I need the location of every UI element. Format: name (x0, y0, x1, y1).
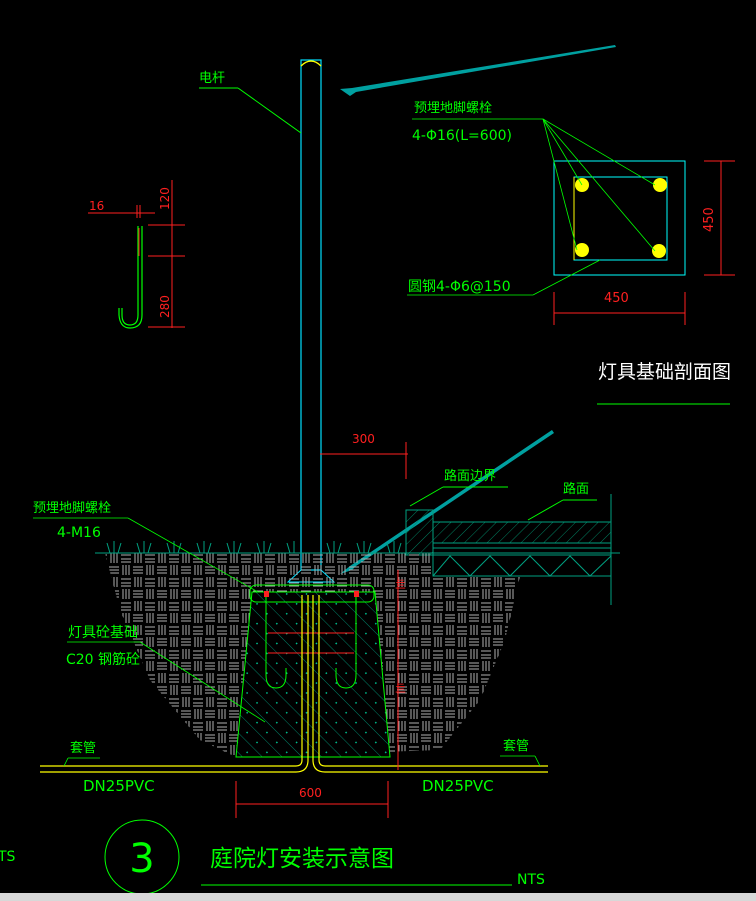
anchor-bolt-spec: 4-M16 (57, 525, 101, 541)
dim-base: 600 (299, 786, 322, 800)
drawing-scale: NTS (517, 872, 545, 888)
drawing-title: 庭院灯安装示意图 (210, 846, 394, 872)
sleeve-right-label: 套管 (503, 738, 529, 754)
road-label: 路面 (563, 481, 589, 497)
lamp-pole (286, 59, 338, 586)
section-bolt-label: 预埋地脚螺栓 (414, 100, 492, 116)
pole-label: 电杆 (199, 71, 225, 86)
foundation-section-view (407, 118, 735, 405)
svg-text:亖: 亖 (395, 578, 406, 591)
anchor-bolt-label: 预埋地脚螺栓 (33, 500, 111, 516)
pipe-right-spec: DN25PVC (422, 777, 494, 795)
section-dim-height: 450 (702, 207, 717, 232)
section-rebar-label: 圆钢4-Φ6@150 (408, 279, 511, 295)
concrete-foundation: 亖 亖 (40, 570, 548, 773)
status-bar (0, 893, 756, 901)
sleeve-left-label: 套管 (70, 740, 96, 756)
dim-offset: 300 (352, 432, 375, 446)
grass (106, 541, 402, 554)
section-dim-width: 450 (604, 291, 629, 306)
svg-text:亖: 亖 (395, 682, 406, 695)
j-bolt-detail (88, 180, 185, 329)
foundation-spec: C20 钢筋砼 (66, 651, 140, 668)
dim-base-line (235, 781, 389, 818)
pipe-left-spec: DN25PVC (83, 777, 155, 795)
jbolt-dim-thread: 120 (158, 187, 172, 210)
detail-number: 3 (129, 836, 154, 882)
section-bolt-spec: 4-Φ16(L=600) (412, 128, 512, 144)
dim-offset-line (320, 442, 408, 479)
jbolt-dim-diameter: 16 (89, 199, 104, 213)
section-title: 灯具基础剖面图 (598, 361, 731, 383)
drawing-scale-partial: TS (0, 849, 16, 865)
arrow-annotation-icon (340, 45, 616, 96)
road-edge-label: 路面边界 (444, 468, 496, 484)
foundation-label: 灯具砼基础 (68, 624, 138, 641)
arrow-annotation-icon (340, 430, 554, 574)
jbolt-dim-length: 280 (158, 295, 172, 318)
